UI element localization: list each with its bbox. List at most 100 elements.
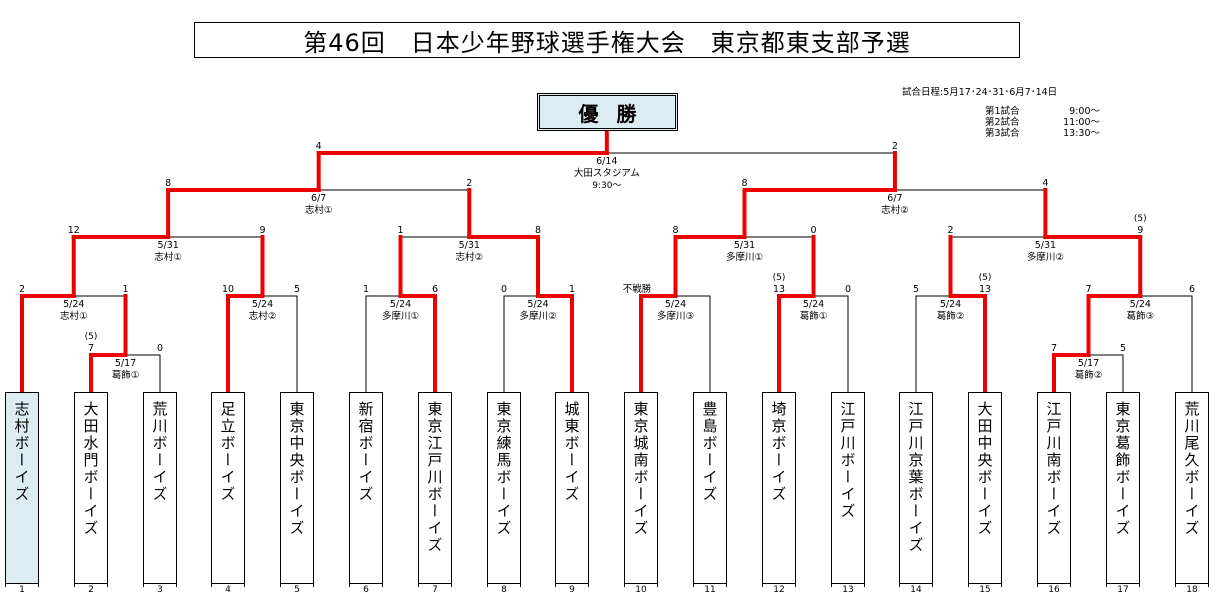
team-name: 埼京ボーイズ [769,401,788,503]
match-venue: 葛飾② [937,310,965,322]
match-venue: 葛飾② [1075,369,1103,381]
score-right: 0 [157,343,163,354]
team-seed-number: 1 [19,585,25,595]
team-seed-number: 5 [294,585,300,595]
team-box: 大田水門ボーイズ [74,392,108,584]
match-time: 9:30～ [592,181,621,191]
match-date: 5/31 [734,240,755,251]
match-date: 5/31 [459,240,480,251]
team-tick [349,583,383,587]
score-right: 2 [892,141,898,152]
team-box: 江戸川南ボーイズ [1037,392,1071,584]
score-right: 5 [1120,343,1126,354]
score-right: 13 [979,284,991,295]
team-box: 荒川尾久ボーイズ [1175,392,1209,584]
team-name: 新宿ボーイズ [356,401,375,503]
match-venue: 志村② [249,310,277,322]
match-venue: 大田スタジアム [574,167,640,179]
team-tick [1106,583,1140,587]
team-seed-number: 3 [157,585,163,595]
match-venue: 志村② [881,204,909,216]
team-name: 東京練馬ボーイズ [494,401,513,537]
team-seed-number: 11 [704,585,716,595]
match-venue: 志村① [60,310,88,322]
innings-note: (5) [85,332,98,342]
score-left: 8 [741,178,747,189]
game-time-row: 第3試合 13:30～ [985,128,1100,139]
team-seed-number: 6 [363,585,369,595]
score-left: 2 [19,284,25,295]
match-venue: 志村① [305,204,333,216]
team-tick [968,583,1002,587]
match-venue: 多摩川② [1027,251,1064,263]
match-date: 5/31 [1035,240,1056,251]
team-name: 東京城南ボーイズ [631,401,650,537]
match-date: 5/24 [390,299,411,310]
team-seed-number: 18 [1186,585,1198,595]
match-date: 5/31 [157,240,178,251]
team-name: 大田水門ボーイズ [81,401,100,537]
innings-note: (5) [773,273,786,283]
score-right: 0 [810,225,816,236]
team-seed-number: 16 [1048,585,1060,595]
team-tick [143,583,177,587]
score-right: 8 [535,225,541,236]
game-times: 第1試合 9:00～ 第2試合 11:00～ 第3試合 13:30～ [985,106,1100,139]
team-tick [211,583,245,587]
score-left: 12 [68,225,80,236]
team-tick [899,583,933,587]
match-date: 5/17 [1078,358,1099,369]
team-tick [487,583,521,587]
match-venue: 志村② [455,251,483,263]
team-seed-number: 13 [842,585,854,595]
team-box: 荒川ボーイズ [143,392,177,584]
score-right: 9 [259,225,265,236]
score-left: 4 [316,141,322,152]
team-box: 江戸川ボーイズ [831,392,865,584]
score-right: 5 [294,284,300,295]
team-box: 東京城南ボーイズ [624,392,658,584]
match-date: 5/24 [252,299,273,310]
game-time-row: 第2試合 11:00～ [985,117,1100,128]
match-venue: 志村① [154,251,182,263]
team-name: 東京中央ボーイズ [287,401,306,537]
team-name: 江戸川京葉ボーイズ [906,401,925,554]
team-tick [624,583,658,587]
team-tick [1175,583,1209,587]
team-seed-number: 2 [88,585,94,595]
score-left: 7 [1051,343,1057,354]
score-right: 2 [466,178,472,189]
team-name: 大田中央ボーイズ [975,401,994,537]
team-box: 足立ボーイズ [211,392,245,584]
score-left: 8 [165,178,171,189]
score-left: 13 [773,284,785,295]
game-time: 11:00～ [1063,117,1100,128]
score-left: 1 [363,284,369,295]
match-venue: 多摩川③ [657,310,694,322]
champion-box: 優勝 [537,93,678,131]
team-name: 足立ボーイズ [218,401,237,503]
team-box: 東京江戸川ボーイズ [418,392,452,584]
match-venue: 多摩川② [519,310,556,322]
match-date: 5/24 [803,299,824,310]
champion-label: 優勝 [578,101,655,126]
score-right: 6 [432,284,438,295]
team-tick [762,583,796,587]
score-right: 9 [1137,225,1143,236]
score-left: 8 [672,225,678,236]
match-date: 5/24 [1130,299,1151,310]
game-time: 13:30～ [1063,128,1100,139]
innings-note: (5) [979,273,992,283]
innings-note: (5) [1134,214,1147,224]
team-box: 大田中央ボーイズ [968,392,1002,584]
match-date: 6/14 [596,156,617,167]
game-label: 第2試合 [985,117,1020,128]
walkover-label: 不戦勝 [623,283,652,295]
match-date: 5/24 [63,299,84,310]
team-seed-number: 15 [979,585,991,595]
team-box: 東京中央ボーイズ [280,392,314,584]
team-seed-number: 10 [635,585,647,595]
team-name: 江戸川ボーイズ [838,401,857,520]
team-tick [693,583,727,587]
team-tick [831,583,865,587]
